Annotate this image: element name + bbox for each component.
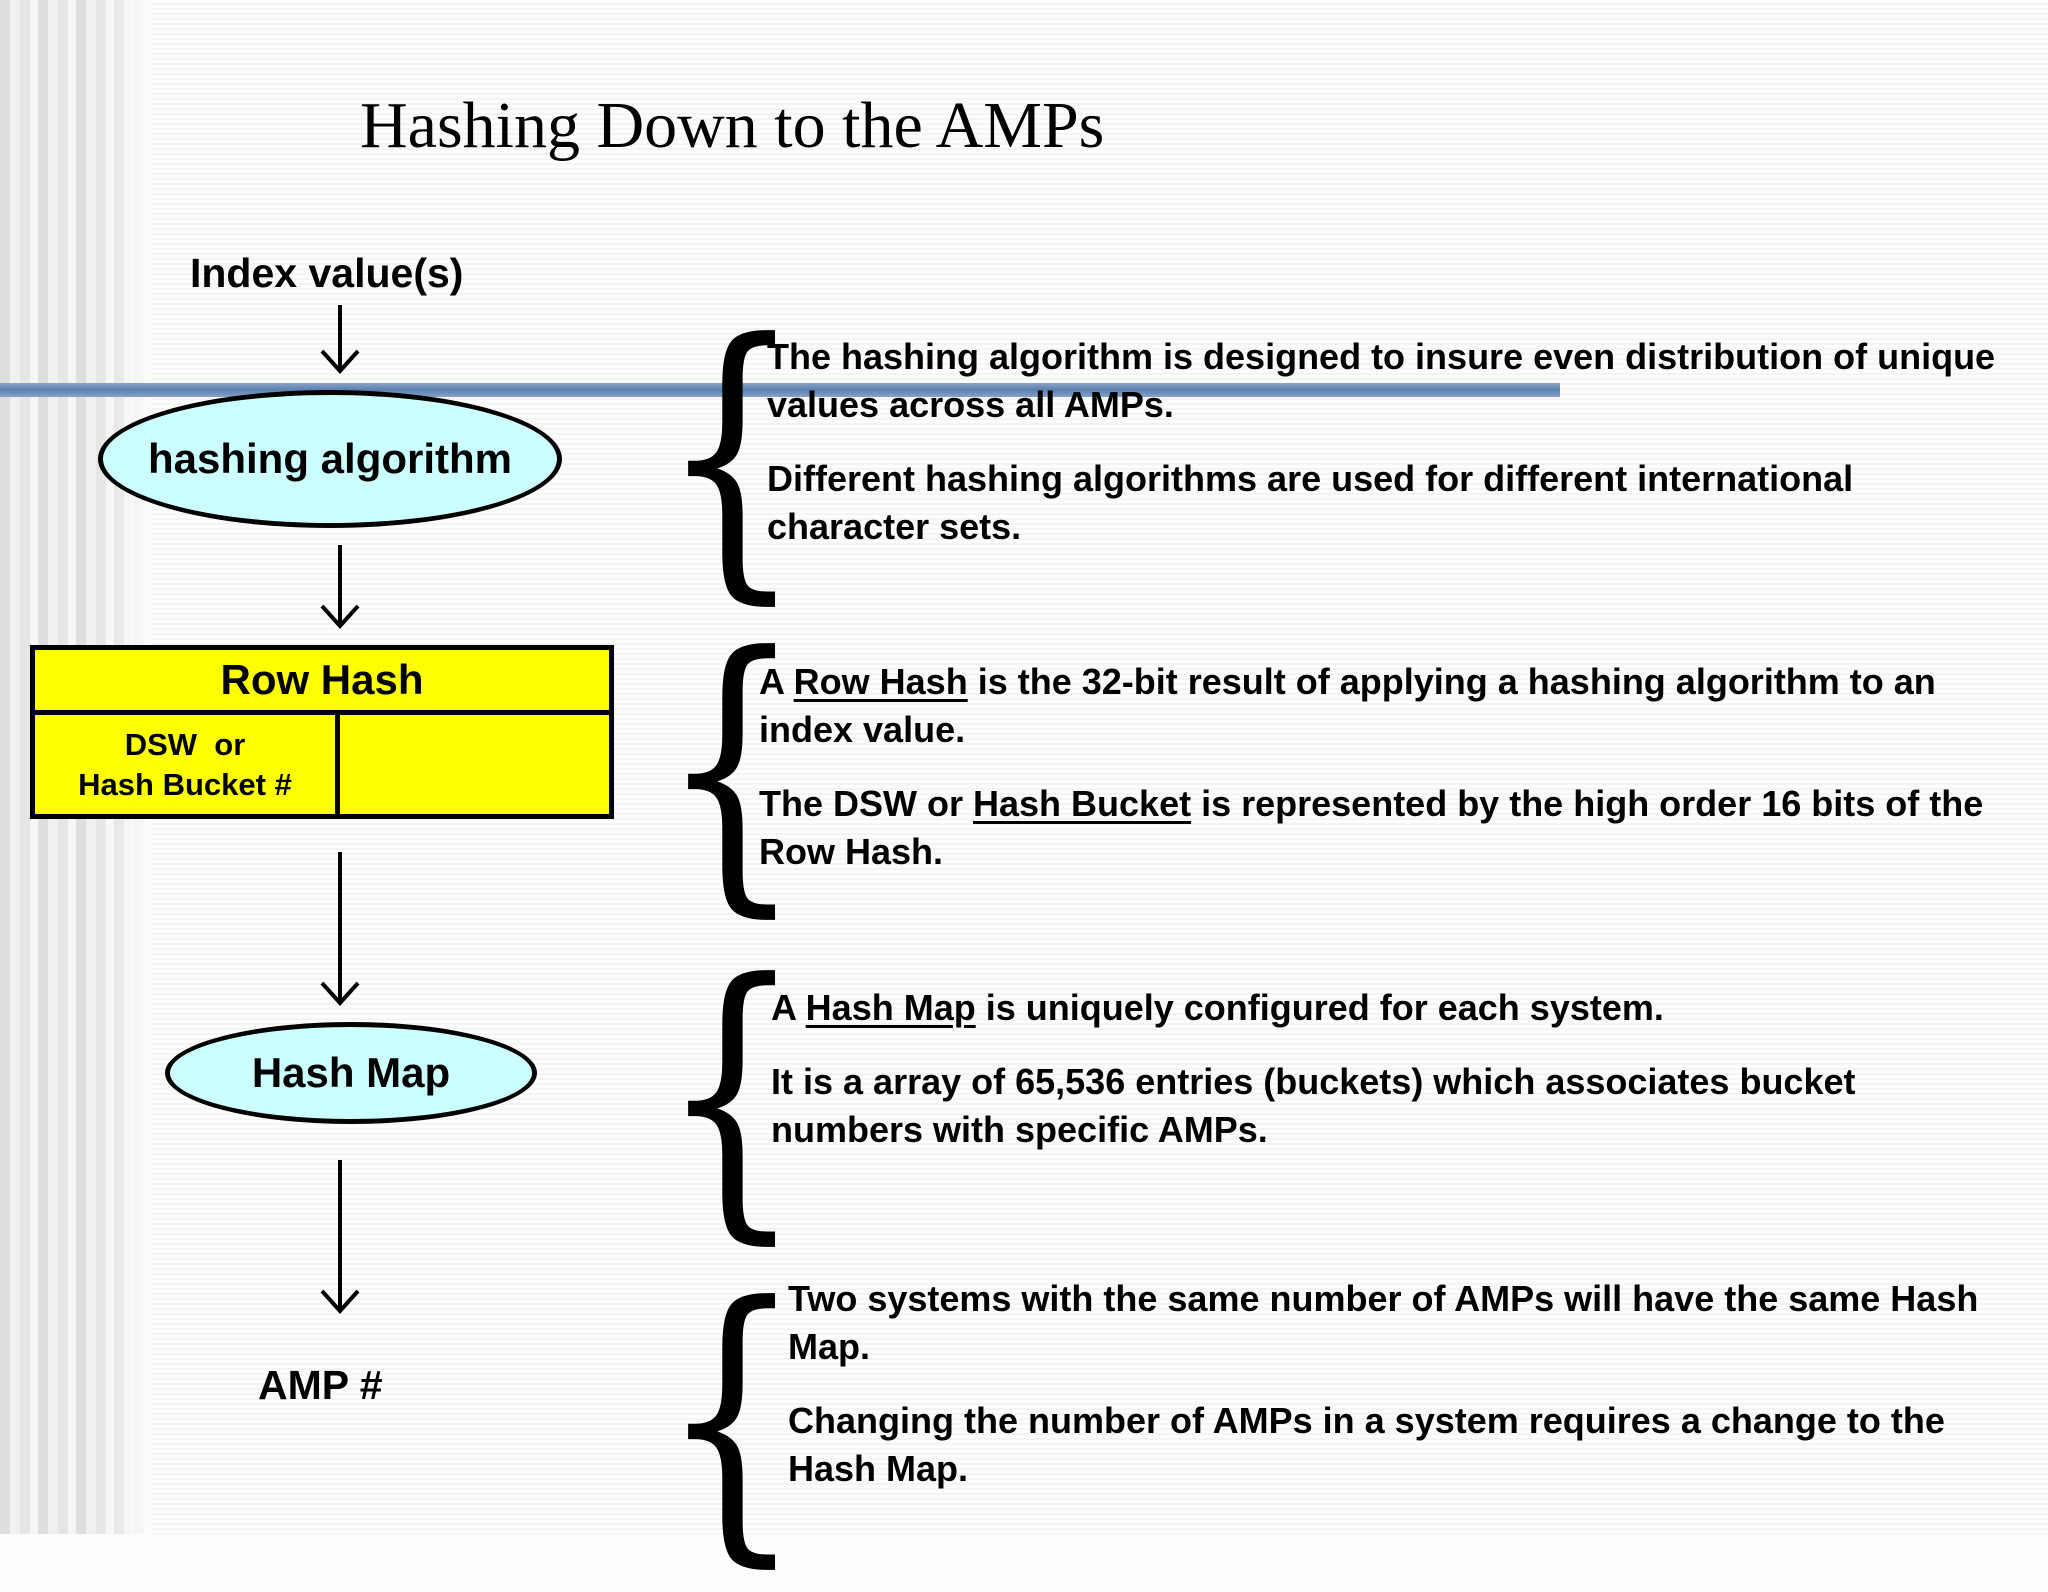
arrow-4 xyxy=(320,1160,360,1314)
note-amps: Two systems with the same number of AMPs… xyxy=(788,1275,2013,1519)
note-row-hash-p1: A Row Hash is the 32-bit result of apply… xyxy=(759,661,1936,750)
hashing-algorithm-node: hashing algorithm xyxy=(98,390,562,528)
note-row-hash: A Row Hash is the 32-bit result of apply… xyxy=(759,658,2029,902)
brace-2: { xyxy=(660,593,804,942)
note-hash-map-p1: A Hash Map is uniquely configured for ea… xyxy=(771,987,1664,1028)
arrow-1 xyxy=(320,305,360,374)
note-row-hash-p2: The DSW or Hash Bucket is represented by… xyxy=(759,783,1984,872)
brace-1: { xyxy=(660,280,804,629)
arrow-3 xyxy=(320,852,360,1006)
note-hashing: The hashing algorithm is designed to ins… xyxy=(767,333,2007,577)
row-hash-title: Row Hash xyxy=(35,650,609,715)
row-hash-term: Row Hash xyxy=(793,661,968,702)
index-values-label: Index value(s) xyxy=(190,250,464,296)
note-hash-map-p2: It is a array of 65,536 entries (buckets… xyxy=(771,1061,1856,1150)
note-hashing-p1: The hashing algorithm is designed to ins… xyxy=(767,336,1996,425)
hash-map-node: Hash Map xyxy=(165,1022,537,1124)
hash-bucket-term: Hash Bucket xyxy=(973,783,1192,824)
arrow-2 xyxy=(320,545,360,629)
brace-3: { xyxy=(660,920,804,1269)
dsw-label: DSW or xyxy=(124,726,246,762)
hash-map-term: Hash Map xyxy=(805,987,976,1028)
note-hashing-p2: Different hashing algorithms are used fo… xyxy=(767,458,1854,547)
slide-title: Hashing Down to the AMPs xyxy=(360,89,1105,162)
amp-number-label: AMP # xyxy=(258,1362,383,1408)
row-hash-remainder-cell xyxy=(340,715,609,814)
note-amps-p1: Two systems with the same number of AMPs… xyxy=(788,1278,1979,1367)
dsw-hash-bucket-cell: DSW or Hash Bucket # xyxy=(35,715,340,814)
row-hash-box: Row Hash DSW or Hash Bucket # xyxy=(30,645,614,819)
hash-bucket-label: Hash Bucket # xyxy=(78,766,292,802)
brace-4: { xyxy=(660,1243,804,1592)
note-hash-map: A Hash Map is uniquely configured for ea… xyxy=(771,984,2011,1180)
note-amps-p2: Changing the number of AMPs in a system … xyxy=(788,1400,1945,1489)
